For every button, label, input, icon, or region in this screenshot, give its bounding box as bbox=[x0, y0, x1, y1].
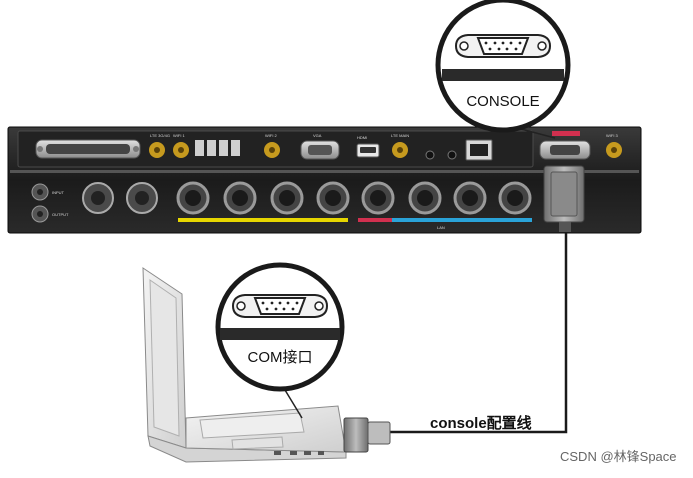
console-callout bbox=[435, 0, 571, 139]
lan-label: LAN bbox=[437, 225, 445, 230]
antenna-port bbox=[264, 142, 280, 158]
red-port-strip bbox=[358, 218, 392, 222]
m12-port bbox=[498, 181, 532, 215]
sim-slots bbox=[195, 140, 240, 156]
m12-ports bbox=[176, 181, 532, 215]
db9-port-icon bbox=[231, 294, 329, 318]
console-cable bbox=[390, 232, 568, 434]
blue-port-strip bbox=[392, 218, 532, 222]
antenna-port bbox=[149, 142, 165, 158]
router-console-port bbox=[539, 131, 591, 160]
callout-divider bbox=[442, 69, 564, 81]
wifi3-label: WIFI 3 bbox=[606, 133, 619, 138]
console-port-label: CONSOLE bbox=[466, 93, 540, 110]
aviation-connector bbox=[82, 182, 114, 214]
lte-label: LTE 3G/4G bbox=[150, 133, 170, 138]
antenna-port bbox=[392, 142, 408, 158]
antenna-port bbox=[173, 142, 189, 158]
aviation-connector bbox=[126, 182, 158, 214]
m12-port bbox=[223, 181, 257, 215]
m12-port bbox=[408, 181, 442, 215]
m12-port bbox=[316, 181, 350, 215]
m12-port bbox=[176, 181, 210, 215]
m12-port bbox=[453, 181, 487, 215]
vga-port bbox=[300, 140, 340, 160]
hdmi-label: HDMI bbox=[357, 135, 367, 140]
output-label: OUTPUT bbox=[52, 212, 69, 217]
lte-main-label: LTE MAIN bbox=[391, 133, 409, 138]
router-db9-plug bbox=[543, 165, 585, 232]
wifi2-label: WIFI 2 bbox=[265, 133, 278, 138]
input-label: INPUT bbox=[52, 190, 65, 195]
com-port-label: COM接口 bbox=[247, 349, 313, 366]
audio-jack bbox=[447, 150, 457, 160]
antenna-port bbox=[606, 142, 622, 158]
hdmi-port bbox=[356, 143, 380, 158]
callout-divider bbox=[220, 328, 340, 340]
ethernet-port bbox=[465, 139, 493, 161]
m12-port bbox=[270, 181, 304, 215]
watermark: CSDN @林锋Space bbox=[560, 449, 677, 464]
yellow-port-strip bbox=[178, 218, 348, 222]
vga-label: VGA bbox=[313, 133, 322, 138]
power-connector bbox=[31, 205, 49, 223]
audio-jack bbox=[425, 150, 435, 160]
power-connector bbox=[31, 183, 49, 201]
laptop bbox=[142, 267, 347, 463]
m12-port bbox=[361, 181, 395, 215]
laptop-db9-plug bbox=[343, 417, 391, 453]
router-device: LTE 3G/4G WIFI 1 WIFI 2 VGA HDMI LTE MAI… bbox=[7, 126, 642, 234]
db37-port bbox=[35, 139, 141, 159]
com-callout bbox=[215, 262, 345, 419]
db9-port-icon bbox=[454, 34, 552, 58]
wifi1-label: WIFI 1 bbox=[173, 133, 186, 138]
console-cable-label: console配置线 bbox=[430, 415, 532, 432]
